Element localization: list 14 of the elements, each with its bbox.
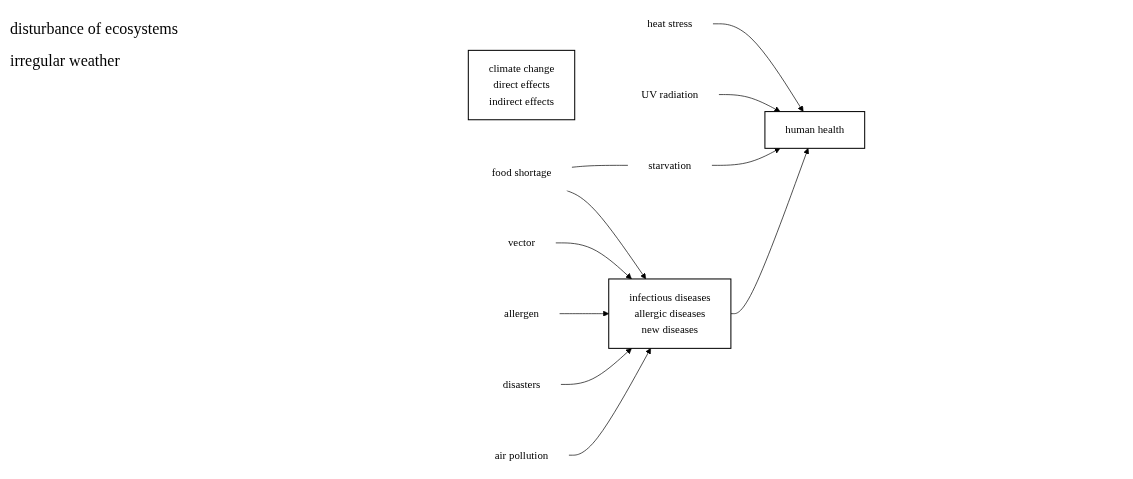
node-box: infectious diseases allergic diseases new diseases bbox=[608, 278, 732, 349]
node-text: air pollution bbox=[494, 449, 549, 461]
node-text: vector bbox=[507, 236, 536, 249]
node-text: heat stress bbox=[647, 17, 693, 30]
node-text: UV radiation bbox=[641, 88, 699, 101]
note-text: irregular weather bbox=[10, 52, 121, 70]
node-box: human health bbox=[764, 111, 866, 149]
node-text: disasters bbox=[502, 378, 541, 390]
node-text: starvation bbox=[648, 159, 692, 171]
node-text: food shortage bbox=[491, 166, 552, 178]
connector bbox=[571, 165, 629, 168]
note-text: disturbance of ecosystems bbox=[10, 20, 179, 38]
node-box: climate change direct effects indirect effects bbox=[467, 49, 576, 121]
node-text: allergen bbox=[504, 307, 539, 320]
